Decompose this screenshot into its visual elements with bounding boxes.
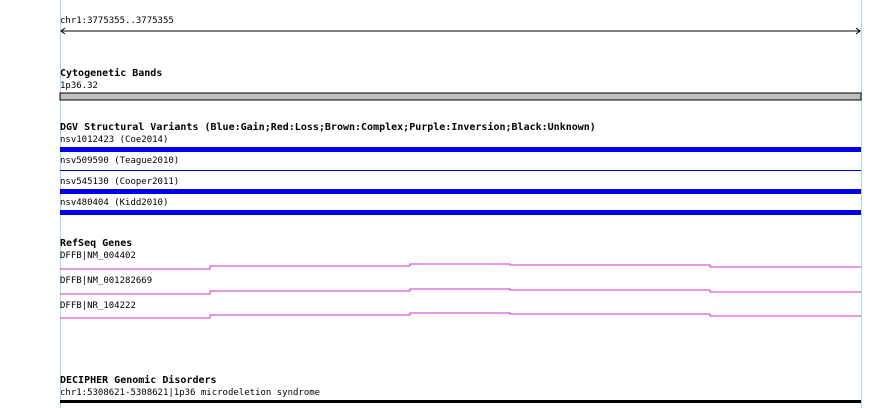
decipher-feature-bar[interactable] xyxy=(60,400,861,403)
refseq-gene-line[interactable] xyxy=(60,312,861,319)
dgv-feature-label[interactable]: nsv509590 (Teague2010) xyxy=(60,156,180,166)
decipher-feature-label[interactable]: chr1:5308621-5308621|1p36 microdeletion … xyxy=(60,388,321,398)
refseq-gene-line[interactable] xyxy=(60,288,861,295)
refseq-track-title: RefSeq Genes xyxy=(60,238,133,249)
dgv-feature-bar[interactable] xyxy=(60,170,861,171)
refseq-feature-label[interactable]: DFFB|NR_104222 xyxy=(60,301,136,311)
refseq-gene-line[interactable] xyxy=(60,263,861,270)
cytoband-feature-label[interactable]: 1p36.32 xyxy=(60,81,98,91)
viewport-right-border xyxy=(861,0,862,408)
dgv-feature-bar[interactable] xyxy=(60,147,861,152)
cytoband-feature-bar[interactable] xyxy=(59,92,862,101)
dgv-feature-bar[interactable] xyxy=(60,210,861,215)
viewport-left-border xyxy=(60,0,61,408)
refseq-feature-label[interactable]: DFFB|NM_001282669 xyxy=(60,276,153,286)
dgv-feature-label[interactable]: nsv480404 (Kidd2010) xyxy=(60,198,169,208)
dgv-track-title: DGV Structural Variants (Blue:Gain;Red:L… xyxy=(60,122,596,133)
dgv-feature-label[interactable]: nsv545130 (Cooper2011) xyxy=(60,177,180,187)
cytoband-track-title: Cytogenetic Bands xyxy=(60,68,163,79)
ruler-arrow xyxy=(60,27,861,35)
dgv-feature-label[interactable]: nsv1012423 (Coe2014) xyxy=(60,135,169,145)
decipher-track-title: DECIPHER Genomic Disorders xyxy=(60,375,217,386)
dgv-feature-bar[interactable] xyxy=(60,189,861,194)
refseq-feature-label[interactable]: DFFB|NM_004402 xyxy=(60,251,136,261)
ruler-position-label: chr1:3775355..3775355 xyxy=(60,16,174,26)
